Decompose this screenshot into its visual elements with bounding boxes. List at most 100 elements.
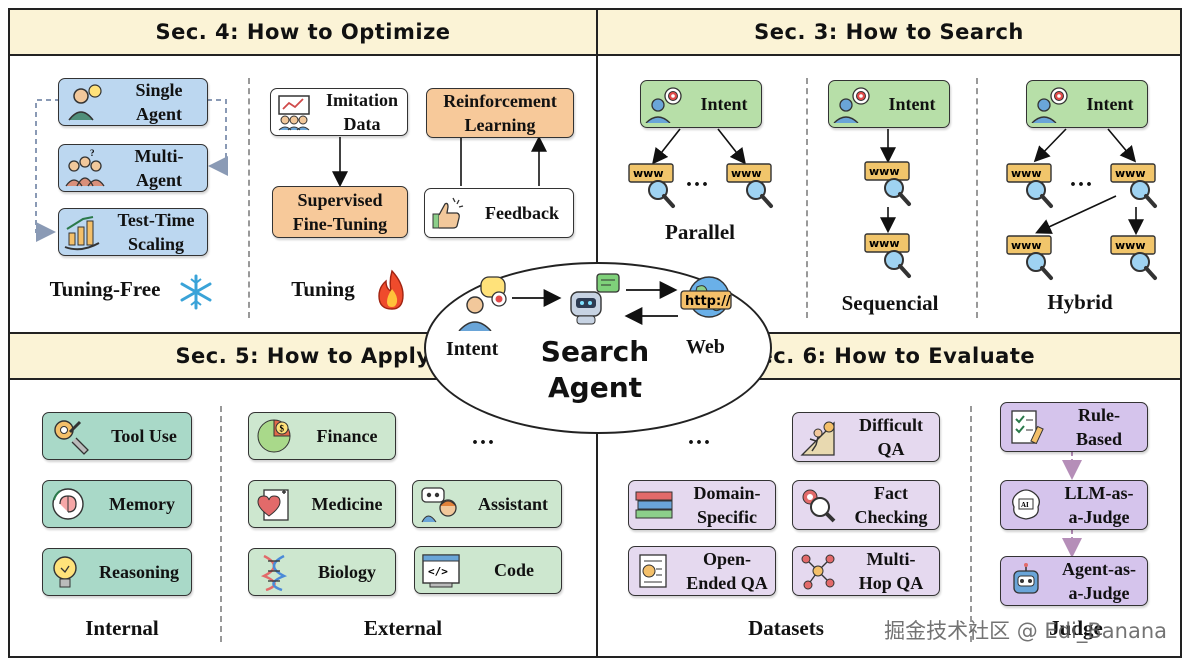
medicine-label: Medicine [311,494,383,514]
checklist-icon [1001,407,1051,447]
finance-box: $ Finance [248,412,396,460]
fire-icon [372,268,412,312]
section-search-title: Sec. 3: How to Search [754,20,1024,44]
svg-text:www: www [731,167,762,180]
fact-checking-label: Fact Checking [854,483,928,527]
hybrid-caption: Hybrid [1047,290,1113,314]
code-label: Code [494,560,534,580]
intent-parallel-box: Intent [640,80,762,128]
tools-icon [43,416,97,456]
domain-specific-box: Domain- Specific [628,480,776,530]
imitation-data-box: Imitation Data [270,88,408,136]
www-search-icon: www [864,160,914,208]
divider-search-1 [806,78,808,318]
globe-icon: http:// [678,272,738,330]
reinforcement-learning-label: Reinforcement Learning [443,91,557,135]
difficult-qa-label: Difficult QA [859,415,923,459]
multi-agent-label: Multi- Agent [134,146,184,190]
center-url-text: http:// [685,294,731,309]
intent-hybrid-box: Intent [1026,80,1148,128]
open-ended-qa-label: Open- Ended QA [686,549,768,593]
presentation-icon [271,93,317,131]
www-search-icon: www [1110,234,1160,282]
rule-based-label: Rule- Based [1075,405,1122,449]
reasoning-label: Reasoning [98,562,179,582]
llm-as-a-judge-box: AI LLM-as- a-Judge [1000,480,1148,530]
center-intent-label: Intent [446,338,499,360]
section-optimize-title: Sec. 4: How to Optimize [155,20,451,44]
target-icon [829,85,875,123]
divider-apply [220,406,222,642]
snowflake-icon [176,272,216,312]
intent-hybrid-label: Intent [1086,94,1134,114]
reinforcement-learning-box: Reinforcement Learning [426,88,574,138]
code-icon: </> [415,551,467,589]
document-icon [629,551,679,591]
open-ended-qa-box: Open- Ended QA [628,546,776,596]
target-icon [1027,85,1073,123]
books-icon [629,486,679,524]
watermark: 掘金技术社区 @ Edi_Banana [884,619,1167,643]
team-icon: ? [59,148,111,188]
intent-parallel-label: Intent [700,94,748,114]
svg-text:?: ? [90,148,95,158]
tuning-caption: Tuning [291,277,355,301]
tool-use-label: Tool Use [111,426,177,446]
datasets-ellipsis: ... [688,424,712,450]
supervised-fine-tuning-label: Supervised Fine-Tuning [292,190,388,234]
search-agent-title: Search Agent [540,335,650,404]
climb-icon [793,417,843,457]
svg-text:AI: AI [1021,501,1029,509]
reasoning-box: Reasoning [42,548,192,596]
magnifier-icon [793,485,843,525]
code-box: </> Code [414,546,562,594]
www-search-icon: www [726,162,776,210]
single-agent-box: Single Agent [58,78,208,126]
single-agent-label: Single Agent [135,80,183,124]
judge-caption: Judge [1049,616,1103,640]
robot-icon [562,272,624,328]
agent-as-a-judge-label: Agent-as- a-Judge [1062,559,1136,603]
svg-text:www: www [1115,239,1146,252]
finance-icon: $ [249,416,299,456]
external-caption: External [363,616,443,640]
target-icon [641,85,687,123]
hybrid-ellipsis: ... [1070,166,1094,192]
multi-hop-qa-box: Multi- Hop QA [792,546,940,596]
feedback-label: Feedback [485,203,559,223]
svg-text:www: www [1011,239,1042,252]
www-search-icon: www [864,232,914,280]
svg-text:www: www [1011,167,1042,180]
ai-brain-icon: AI [1001,485,1051,525]
svg-text:www: www [633,167,664,180]
tuning-free-caption: Tuning-Free [49,277,161,301]
parallel-caption: Parallel [665,220,735,244]
imitation-data-label: Imitation Data [326,90,398,134]
svg-text:www: www [869,237,900,250]
assistant-box: Assistant [412,480,562,528]
domain-specific-label: Domain- Specific [693,483,761,527]
feedback-box: Feedback [424,188,574,238]
center-web-label: Web [686,336,725,358]
fact-checking-box: Fact Checking [792,480,940,530]
memory-box: Memory [42,480,192,528]
multi-agent-box: ? Multi- Agent [58,144,208,192]
medicine-box: Medicine [248,480,396,528]
svg-text:www: www [869,165,900,178]
intent-sequential-box: Intent [828,80,950,128]
datasets-caption: Datasets [748,616,824,640]
internal-caption: Internal [85,616,159,640]
biology-box: Biology [248,548,396,596]
multi-hop-qa-label: Multi- Hop QA [858,549,924,593]
external-ellipsis: ... [472,424,496,450]
www-search-icon: www [628,162,678,210]
memory-label: Memory [109,494,175,514]
svg-text:</>: </> [428,565,448,578]
robot-icon [1001,561,1051,601]
network-icon [793,551,843,591]
www-search-icon: www [1006,234,1056,282]
brain-icon [43,484,93,524]
divider-search-2 [976,78,978,318]
medicine-icon [249,484,299,524]
